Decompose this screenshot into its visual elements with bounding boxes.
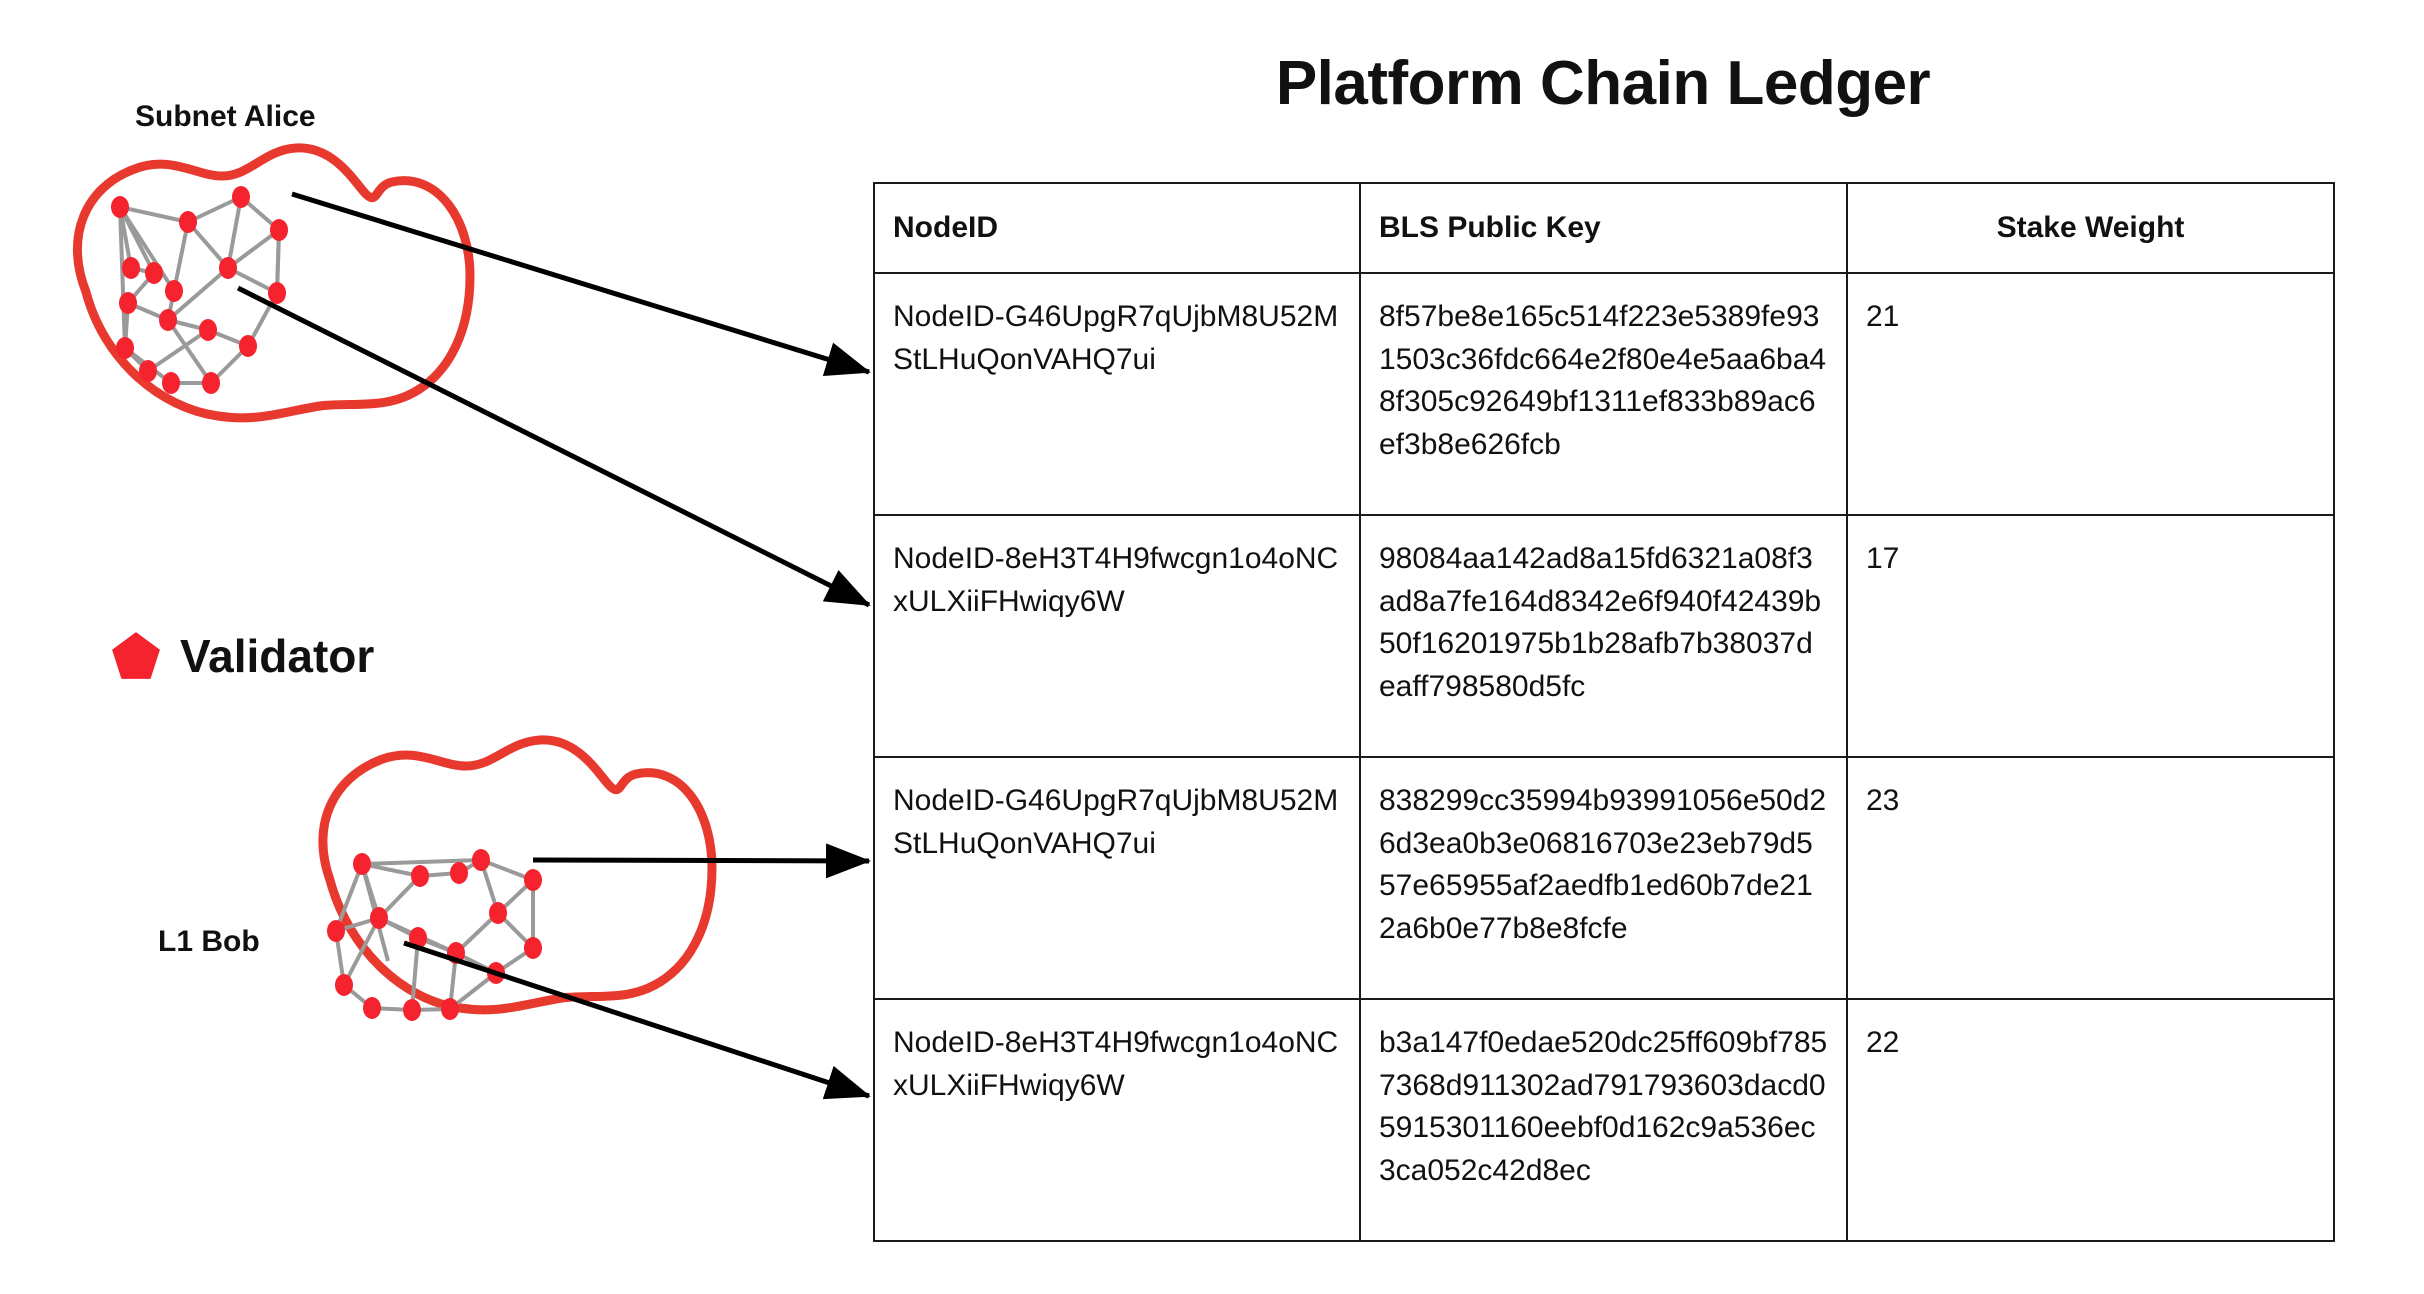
l1-bob-network bbox=[318, 735, 717, 1021]
table-row: NodeID-G46UpgR7qUjbM8U52MStLHuQonVAHQ7ui… bbox=[873, 272, 2335, 516]
cell-nodeid: NodeID-8eH3T4H9fwcgn1o4oNCxULXiiFHwiqy6W bbox=[873, 998, 1361, 1242]
cell-stake-weight: 23 bbox=[1846, 756, 2335, 1000]
cell-nodeid: NodeID-8eH3T4H9fwcgn1o4oNCxULXiiFHwiqy6W bbox=[873, 514, 1361, 758]
arrow-alice-to-row1 bbox=[291, 191, 871, 377]
column-header-nodeid[interactable]: NodeID bbox=[873, 182, 1361, 274]
table-row: NodeID-G46UpgR7qUjbM8U52MStLHuQonVAHQ7ui… bbox=[873, 756, 2335, 1000]
column-header-bls-public-key[interactable]: BLS Public Key bbox=[1359, 182, 1848, 274]
validator-legend: Validator bbox=[110, 630, 374, 682]
l1-bob-validator-nodes bbox=[327, 849, 542, 1021]
validator-legend-label: Validator bbox=[180, 630, 375, 682]
table-header-row: NodeID BLS Public Key Stake Weight bbox=[873, 182, 2335, 274]
cell-bls-public-key: 8f57be8e165c514f223e5389fe931503c36fdc66… bbox=[1359, 272, 1848, 516]
page-title: Platform Chain Ledger bbox=[1275, 49, 1931, 118]
connector-arrows bbox=[236, 191, 871, 1100]
table-row: NodeID-8eH3T4H9fwcgn1o4oNCxULXiiFHwiqy6W… bbox=[873, 998, 2335, 1242]
cell-stake-weight: 17 bbox=[1846, 514, 2335, 758]
subnet-alice-edges bbox=[118, 195, 281, 385]
platform-chain-ledger-table: NodeID BLS Public Key Stake Weight NodeI… bbox=[873, 182, 2335, 1242]
arrow-bob-to-row4 bbox=[403, 940, 871, 1100]
subnet-alice-validator-nodes bbox=[111, 186, 288, 394]
column-header-stake-weight[interactable]: Stake Weight bbox=[1846, 182, 2335, 274]
cell-stake-weight: 21 bbox=[1846, 272, 2335, 516]
l1-bob-outline bbox=[318, 735, 717, 1015]
cell-bls-public-key: b3a147f0edae520dc25ff609bf7857368d911302… bbox=[1359, 998, 1848, 1242]
cell-stake-weight: 22 bbox=[1846, 998, 2335, 1242]
arrow-bob-to-row3 bbox=[532, 843, 871, 879]
arrow-alice-to-row2 bbox=[236, 285, 871, 608]
cell-nodeid: NodeID-G46UpgR7qUjbM8U52MStLHuQonVAHQ7ui bbox=[873, 756, 1361, 1000]
subnet-alice-label: Subnet Alice bbox=[135, 100, 316, 133]
subnet-alice-network bbox=[73, 143, 475, 423]
cell-nodeid: NodeID-G46UpgR7qUjbM8U52MStLHuQonVAHQ7ui bbox=[873, 272, 1361, 516]
pentagon-icon bbox=[112, 632, 160, 679]
l1-bob-label: L1 Bob bbox=[158, 925, 260, 958]
table-row: NodeID-8eH3T4H9fwcgn1o4oNCxULXiiFHwiqy6W… bbox=[873, 514, 2335, 758]
subnet-alice-outline bbox=[73, 143, 475, 423]
cell-bls-public-key: 98084aa142ad8a15fd6321a08f3ad8a7fe164d83… bbox=[1359, 514, 1848, 758]
cell-bls-public-key: 838299cc35994b93991056e50d26d3ea0b3e0681… bbox=[1359, 756, 1848, 1000]
l1-bob-edges bbox=[334, 858, 535, 1012]
